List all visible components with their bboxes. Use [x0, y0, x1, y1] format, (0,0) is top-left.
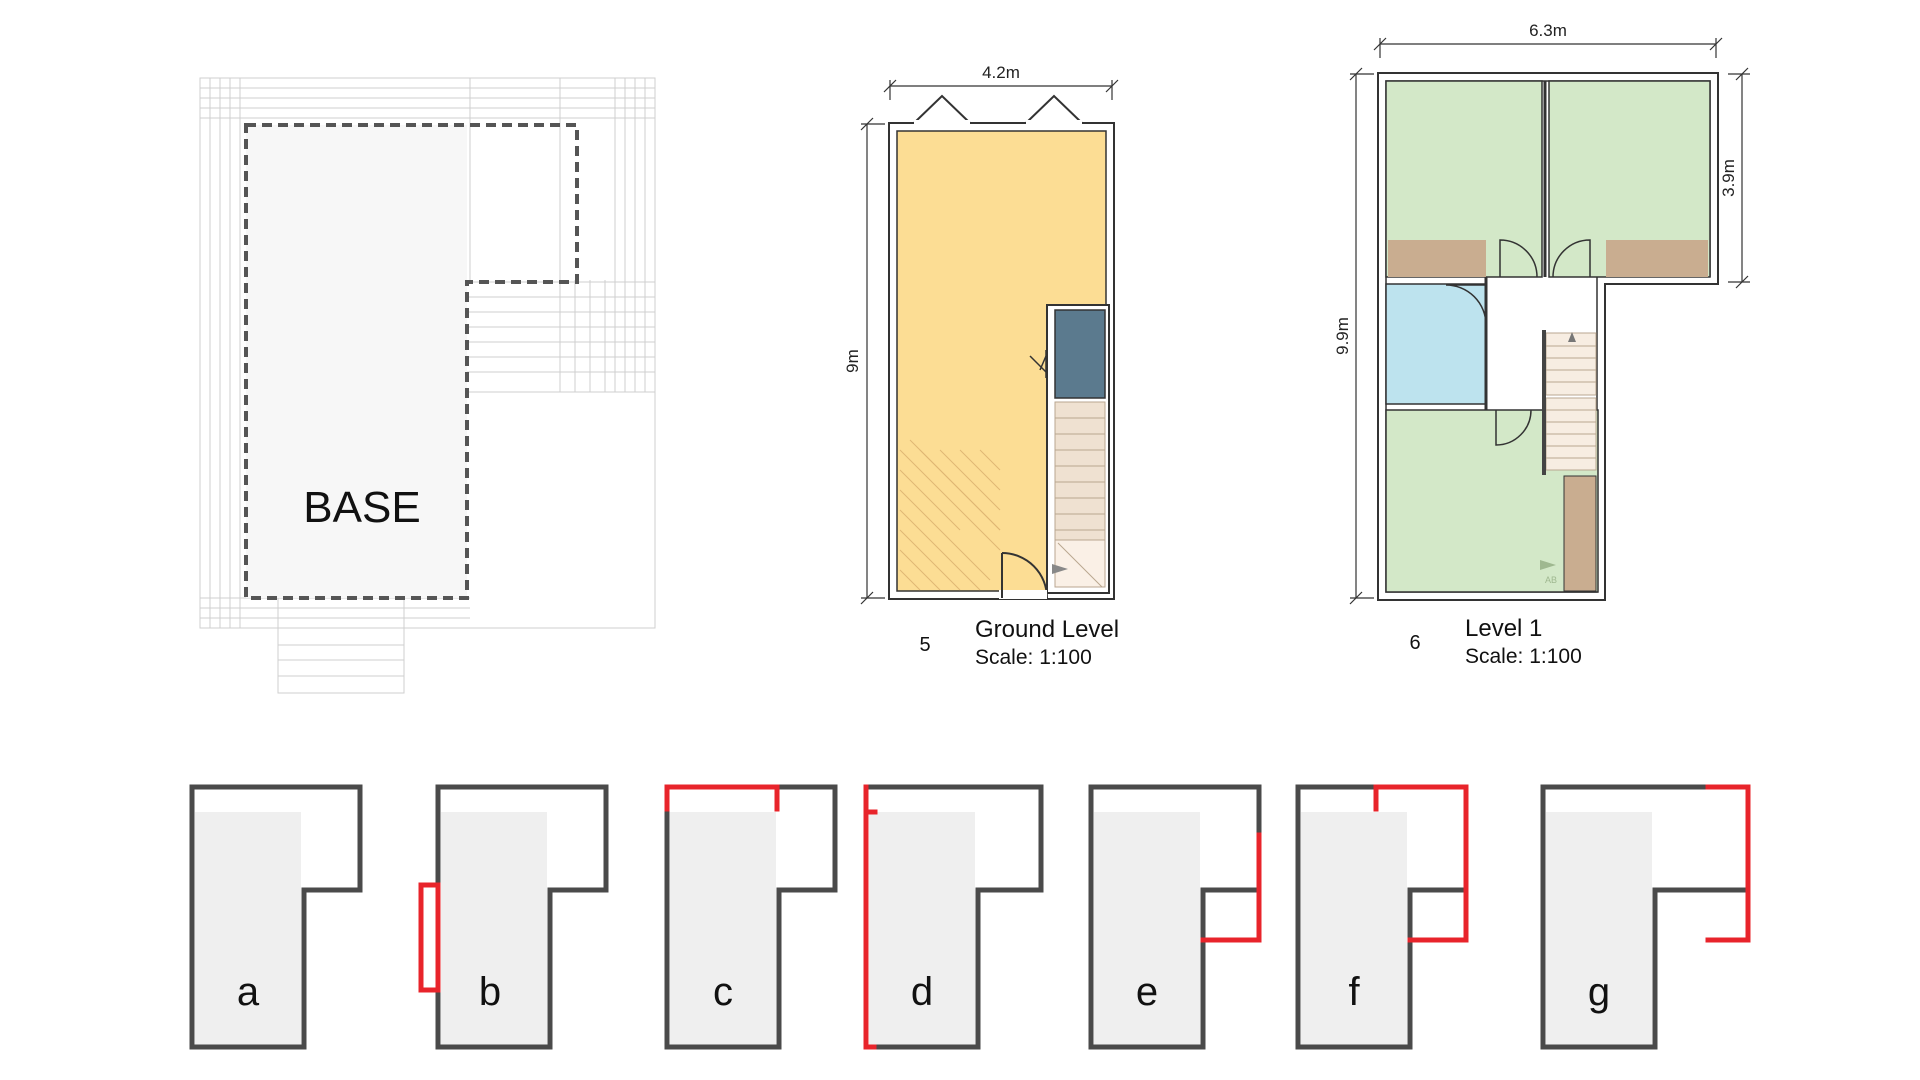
level1-up-arrow-icon — [1568, 332, 1576, 342]
ground-height-dimension — [860, 117, 885, 605]
ground-sink-symbol — [1029, 350, 1047, 378]
level1-storage-1 — [1388, 240, 1486, 277]
level1-scale: Scale: 1:100 — [1465, 645, 1582, 668]
level1-stair-arrow-icon — [1540, 560, 1556, 570]
variant-label: c — [713, 970, 733, 1014]
level1-stair-note: AB — [1545, 575, 1557, 585]
level-1-plan: 6.3m 9.9m 3.9m — [1333, 21, 1750, 668]
variant-label: d — [911, 970, 933, 1014]
ground-height-label: 9m — [843, 349, 862, 373]
ground-hatch — [899, 439, 1001, 591]
ground-level-plan: 4.2m 9m — [843, 63, 1119, 669]
variant-fill — [1301, 812, 1407, 1045]
variant-d: d — [863, 784, 1044, 1050]
variant-label: e — [1136, 970, 1158, 1014]
base-label: BASE — [303, 483, 420, 532]
ground-windows — [913, 94, 1083, 126]
variant-outline — [664, 784, 838, 1050]
variant-a: a — [189, 784, 363, 1050]
variant-f: f — [1295, 784, 1469, 1050]
level1-side-dimension — [1728, 67, 1750, 289]
variant-c: c — [664, 784, 838, 1050]
variant-b: b — [418, 784, 609, 1050]
variant-fill — [1094, 812, 1200, 1045]
variant-outline — [435, 784, 609, 1050]
variant-outline — [189, 784, 363, 1050]
variant-fill — [195, 812, 301, 1045]
variant-fill — [1546, 812, 1652, 1045]
ground-kitchen-block — [1054, 309, 1106, 399]
level1-width-dimension — [1373, 37, 1723, 58]
ground-stair — [1054, 401, 1106, 588]
ground-width-dimension — [883, 79, 1119, 100]
level1-stair — [1545, 332, 1597, 471]
variant-outline — [1088, 784, 1262, 1050]
variant-label: b — [479, 970, 501, 1014]
base-plan: BASE — [199, 77, 656, 694]
variant-fill — [441, 812, 547, 1045]
level1-bathroom — [1385, 283, 1487, 405]
ground-width-label: 4.2m — [982, 63, 1020, 82]
ground-number: 5 — [919, 634, 930, 656]
ground-arrow-icon — [1052, 564, 1068, 574]
ground-title: Ground Level — [975, 616, 1119, 643]
level1-storage-3 — [1563, 475, 1597, 592]
level1-doors — [1445, 239, 1591, 446]
variant-label: f — [1348, 970, 1360, 1014]
level1-title: Level 1 — [1465, 615, 1542, 642]
level1-height-dimension — [1349, 67, 1374, 605]
base-fill — [246, 125, 467, 598]
variant-row: a b c d e f g — [189, 784, 1751, 1050]
level1-storage-2 — [1606, 240, 1708, 277]
variant-e: e — [1088, 784, 1262, 1050]
ground-scale: Scale: 1:100 — [975, 646, 1092, 669]
variant-fill — [869, 812, 975, 1045]
level1-width-label: 6.3m — [1529, 21, 1567, 40]
ground-door — [999, 552, 1048, 599]
variant-g: g — [1540, 784, 1751, 1050]
level1-number: 6 — [1409, 632, 1420, 654]
level1-stair-wall — [1542, 330, 1546, 475]
base-outline — [244, 123, 579, 600]
variant-label: a — [237, 970, 260, 1014]
level1-height-label: 9.9m — [1333, 317, 1352, 355]
variant-label: g — [1588, 970, 1610, 1014]
level1-side-label: 3.9m — [1719, 159, 1738, 197]
variant-fill — [670, 812, 776, 1045]
